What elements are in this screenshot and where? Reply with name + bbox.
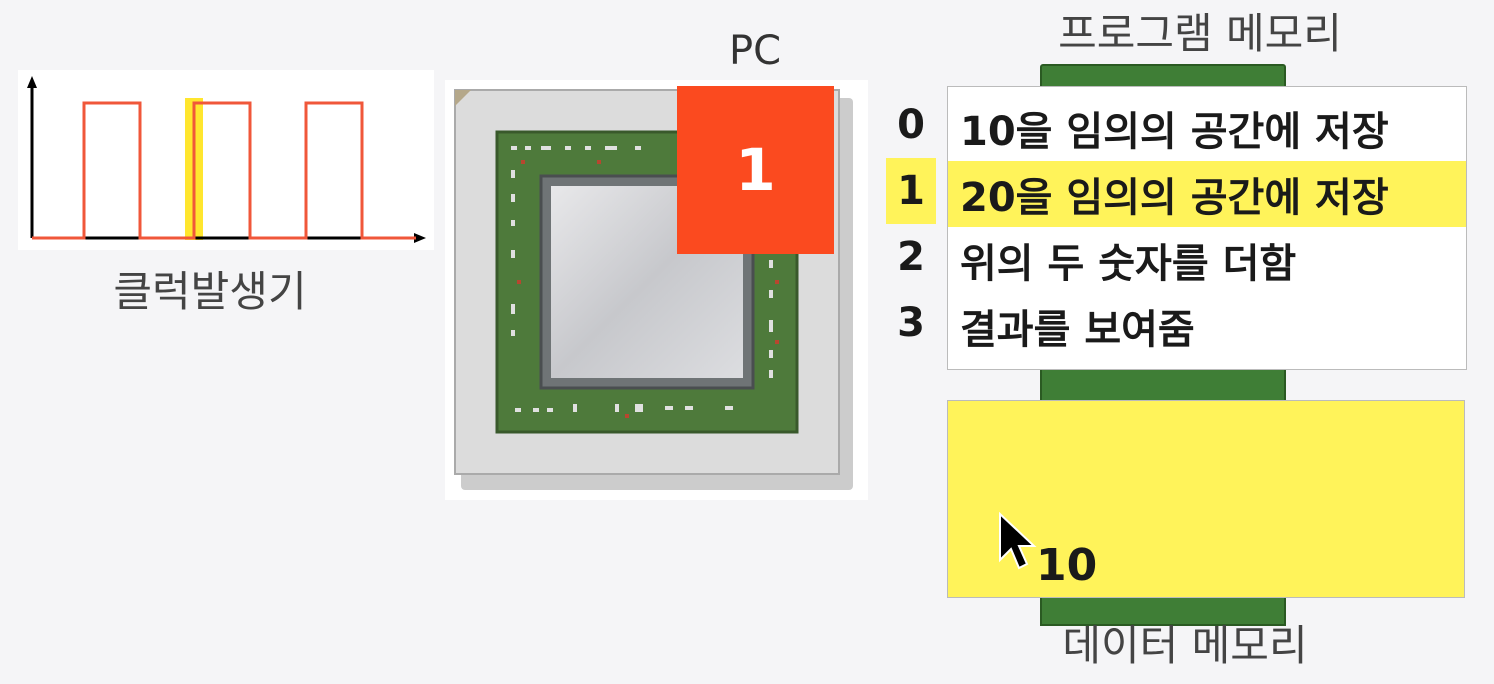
mouse-cursor-icon	[998, 512, 1038, 576]
address-label-0: 0	[886, 92, 936, 158]
data-memory-value: 10	[1036, 540, 1097, 591]
program-counter-box: 1	[677, 86, 834, 254]
instruction-text: 10을 임의의 공간에 저장	[960, 99, 1389, 157]
program-memory-box: 10을 임의의 공간에 저장 20을 임의의 공간에 저장 위의 두 숫자를 더…	[947, 86, 1467, 370]
address-label-1: 1	[886, 158, 936, 224]
clock-generator-label: 클럭발생기	[80, 258, 340, 319]
program-counter-value: 1	[735, 136, 775, 204]
pc-label: PC	[700, 28, 810, 74]
data-memory-title: 데이터 메모리	[1010, 612, 1360, 673]
program-row-1: 20을 임의의 공간에 저장	[948, 161, 1466, 227]
instruction-text: 20을 임의의 공간에 저장	[960, 165, 1389, 223]
y-axis-arrow	[27, 76, 37, 88]
clock-signal-graph	[18, 70, 434, 250]
instruction-text: 위의 두 숫자를 더함	[960, 231, 1296, 289]
address-label-2: 2	[886, 224, 936, 290]
address-label-3: 3	[886, 290, 936, 356]
program-row-2: 위의 두 숫자를 더함	[948, 227, 1466, 293]
clock-generator-panel	[18, 70, 434, 250]
program-memory-title: 프로그램 메모리	[1010, 0, 1390, 61]
program-row-3: 결과를 보여줌	[948, 293, 1466, 359]
program-row-0: 10을 임의의 공간에 저장	[948, 95, 1466, 161]
instruction-text: 결과를 보여줌	[960, 297, 1195, 355]
clock-square-wave	[32, 103, 416, 238]
